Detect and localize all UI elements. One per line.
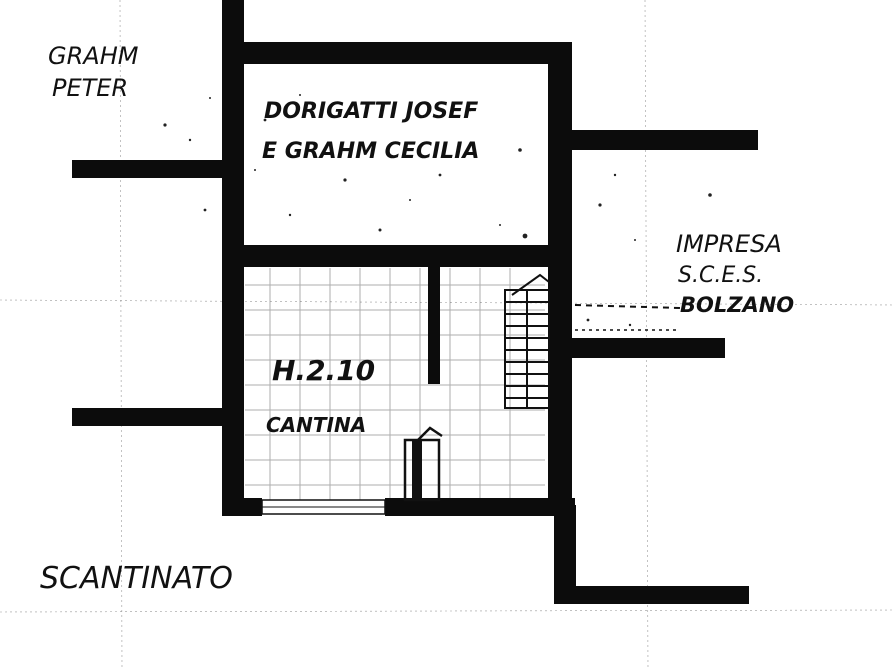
neighbor-east-line3: BOLZANO [680,293,794,317]
room-north-owner-line1: DORIGATTI JOSEF [264,99,478,124]
staircase [504,273,550,409]
walls [72,0,758,604]
neighbor-east-line1: IMPRESA [676,230,782,258]
neighbor-west-line2: PETER [52,74,128,102]
door-opening [261,499,386,515]
room-north-owner-line2: E GRAHM CECILIA [262,139,479,164]
east-passage [574,304,681,331]
chimney [403,426,443,502]
upper-room-speckle [163,94,712,327]
neighbor-east-line2: S.C.E.S. [678,263,763,288]
cantina-height: H.2.10 [272,354,375,387]
cantina-label: CANTINA [266,413,366,437]
neighbor-west-line1: GRAHM [48,42,139,70]
cantina-grid-fill [245,268,545,500]
floor-label: SCANTINATO [40,561,233,596]
